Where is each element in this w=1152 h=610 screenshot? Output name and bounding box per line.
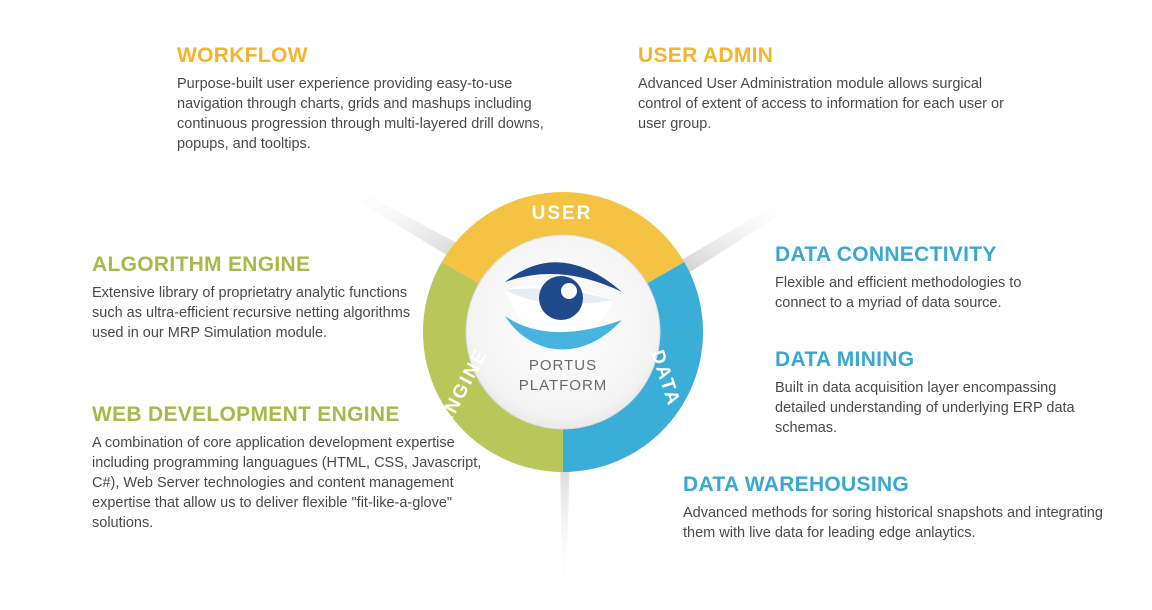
divider-line-bottom [560, 450, 570, 590]
data-connectivity-text: Flexible and efficient methodologies to … [775, 275, 1022, 311]
workflow-text: Purpose-built user experience providing … [177, 76, 544, 152]
divider-line-top-right [678, 196, 800, 272]
eye-logo-icon [505, 262, 622, 350]
user-admin-text: Advanced User Administration module allo… [638, 76, 1004, 132]
data-mining-block: DATA MINING Built in data acquisition la… [775, 348, 1095, 438]
algorithm-engine-block: ALGORITHM ENGINE Extensive library of pr… [92, 253, 412, 343]
data-connectivity-title: DATA CONNECTIVITY [775, 243, 997, 266]
data-mining-title: DATA MINING [775, 348, 915, 371]
algorithm-engine-text: Extensive library of proprietatry analyt… [92, 285, 411, 341]
ring-engine-segment [422, 262, 563, 472]
center-title-line2: PLATFORM [519, 377, 608, 394]
user-admin-block: USER ADMIN Advanced User Administration … [638, 44, 1023, 134]
workflow-title: WORKFLOW [177, 44, 308, 67]
center-title-line1: PORTUS [529, 357, 597, 374]
ring-label-user: USER [532, 203, 593, 224]
web-dev-engine-block: WEB DEVELOPMENT ENGINE A combination of … [92, 403, 507, 533]
web-dev-engine-text: A combination of core application develo… [92, 435, 482, 531]
data-warehousing-text: Advanced methods for soring historical s… [683, 505, 1103, 541]
divider-line-top-left [340, 186, 470, 262]
data-mining-text: Built in data acquisition layer encompas… [775, 380, 1075, 436]
data-warehousing-block: DATA WAREHOUSING Advanced methods for so… [683, 473, 1103, 543]
data-warehousing-title: DATA WAREHOUSING [683, 473, 910, 496]
algorithm-engine-title: ALGORITHM ENGINE [92, 253, 311, 276]
web-dev-engine-title: WEB DEVELOPMENT ENGINE [92, 403, 400, 426]
data-connectivity-block: DATA CONNECTIVITY Flexible and efficient… [775, 243, 1065, 313]
user-admin-title: USER ADMIN [638, 44, 774, 67]
ring-user-segment [441, 191, 685, 285]
ring-data-segment [563, 262, 703, 472]
workflow-block: WORKFLOW Purpose-built user experience p… [177, 44, 577, 154]
